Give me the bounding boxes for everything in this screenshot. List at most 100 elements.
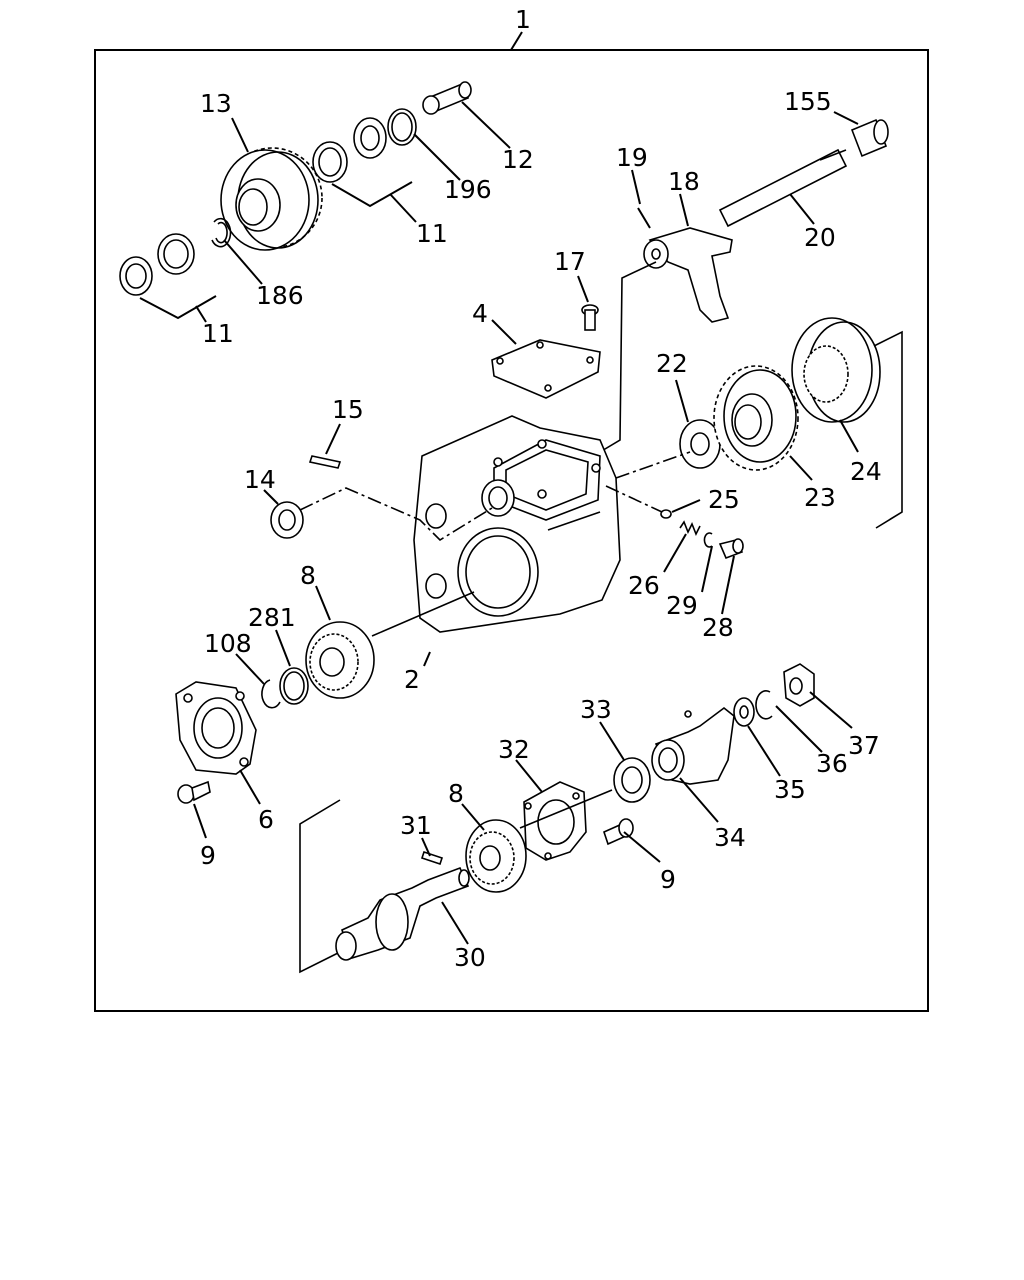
callout-17: 17 — [554, 247, 586, 276]
centerline-33 — [519, 789, 613, 829]
oil-seal-33 — [613, 757, 651, 803]
leader-17 — [577, 275, 589, 303]
bearing-8-lower — [465, 819, 527, 893]
snap-ring-186 — [211, 217, 232, 248]
diagram-frame — [94, 49, 929, 1012]
leader-24 — [839, 419, 859, 453]
callout-1: 1 — [515, 5, 531, 34]
shift-rod-20 — [718, 148, 848, 228]
leader-13 — [231, 117, 249, 153]
leader-35 — [747, 725, 781, 777]
callout-19: 19 — [616, 143, 648, 172]
leader-26 — [663, 533, 687, 573]
leader-29 — [701, 545, 713, 593]
callout-32: 32 — [498, 735, 530, 764]
washer-35 — [733, 697, 755, 727]
leader-31 — [421, 837, 431, 857]
callout-23: 23 — [804, 483, 836, 512]
ball-25 — [660, 509, 672, 519]
callout-22: 22 — [656, 349, 688, 378]
shift-fork-18 — [643, 227, 733, 323]
leader-186 — [223, 239, 263, 285]
leader-11-lower-b — [195, 305, 207, 323]
callout-36: 36 — [816, 749, 848, 778]
snap-ring-281 — [279, 667, 309, 705]
flange-34 — [651, 706, 735, 785]
callout-196: 196 — [444, 175, 492, 204]
cover-plate-4 — [491, 339, 601, 399]
output-shaft-30 — [335, 866, 470, 961]
callout-2: 2 — [404, 665, 420, 694]
gear-23 — [713, 365, 799, 471]
callout-186: 186 — [256, 281, 304, 310]
callout-6: 6 — [258, 805, 274, 834]
leader-30 — [441, 901, 469, 945]
leader-196 — [413, 133, 461, 181]
leader-34 — [679, 777, 719, 823]
plug-28 — [718, 538, 744, 560]
callout-11-lower: 11 — [202, 319, 234, 348]
housing-2 — [413, 415, 621, 633]
callout-155: 155 — [784, 87, 832, 116]
bolt-17 — [581, 304, 599, 331]
washer-29 — [703, 532, 713, 548]
centerline-22 — [615, 451, 691, 479]
leader-28 — [721, 555, 735, 615]
leader-19 — [631, 169, 641, 205]
centerline-25 — [605, 485, 663, 513]
leader-18 — [679, 193, 689, 227]
callout-28: 28 — [702, 613, 734, 642]
callout-18: 18 — [668, 167, 700, 196]
leader-108 — [235, 653, 265, 685]
callout-34: 34 — [714, 823, 746, 852]
leader-11-upper — [331, 181, 413, 208]
leader-37 — [809, 691, 853, 729]
leader-36 — [775, 705, 823, 753]
callout-30: 30 — [454, 943, 486, 972]
leader-23 — [789, 455, 813, 481]
callout-26: 26 — [628, 571, 660, 600]
callout-12: 12 — [502, 145, 534, 174]
leader-9-left — [193, 803, 207, 839]
leader-11-lower — [139, 295, 217, 320]
leader-8-upper — [315, 585, 331, 621]
callout-13: 13 — [200, 89, 232, 118]
callout-25: 25 — [708, 485, 740, 514]
bolt-9-right — [603, 818, 634, 846]
leader-14 — [263, 489, 279, 505]
idler-shaft-12 — [422, 81, 472, 115]
leader-15 — [325, 423, 341, 455]
callout-20: 20 — [804, 223, 836, 252]
callout-8-upper: 8 — [300, 561, 316, 590]
seal-14 — [270, 501, 304, 539]
leader-20 — [789, 193, 815, 225]
idler-gear-13 — [220, 147, 323, 251]
spring-26 — [679, 520, 701, 536]
callout-11-upper: 11 — [416, 219, 448, 248]
callout-24: 24 — [850, 457, 882, 486]
callout-4: 4 — [472, 299, 488, 328]
callout-37: 37 — [848, 731, 880, 760]
leader-fork-to-housing — [599, 261, 657, 453]
bracket-right — [873, 330, 903, 529]
retainer-32 — [523, 781, 587, 861]
leader-281 — [275, 629, 291, 667]
centerline-8-upper — [371, 591, 475, 637]
callout-15: 15 — [332, 395, 364, 424]
callout-9-left: 9 — [200, 841, 216, 870]
bracket-left — [299, 799, 341, 974]
lock-ring-36 — [755, 690, 773, 720]
leader-12 — [461, 101, 511, 149]
leader-22 — [675, 379, 689, 423]
callout-14: 14 — [244, 465, 276, 494]
callout-29: 29 — [666, 591, 698, 620]
nut-37 — [783, 663, 815, 707]
snap-ring-196 — [387, 108, 417, 146]
key-31 — [420, 850, 444, 866]
callout-9-right: 9 — [660, 865, 676, 894]
cover-6 — [175, 681, 257, 775]
callout-35: 35 — [774, 775, 806, 804]
snap-ring-108 — [261, 679, 281, 709]
bolt-9-left — [177, 780, 211, 804]
centerline-14 — [299, 487, 493, 542]
